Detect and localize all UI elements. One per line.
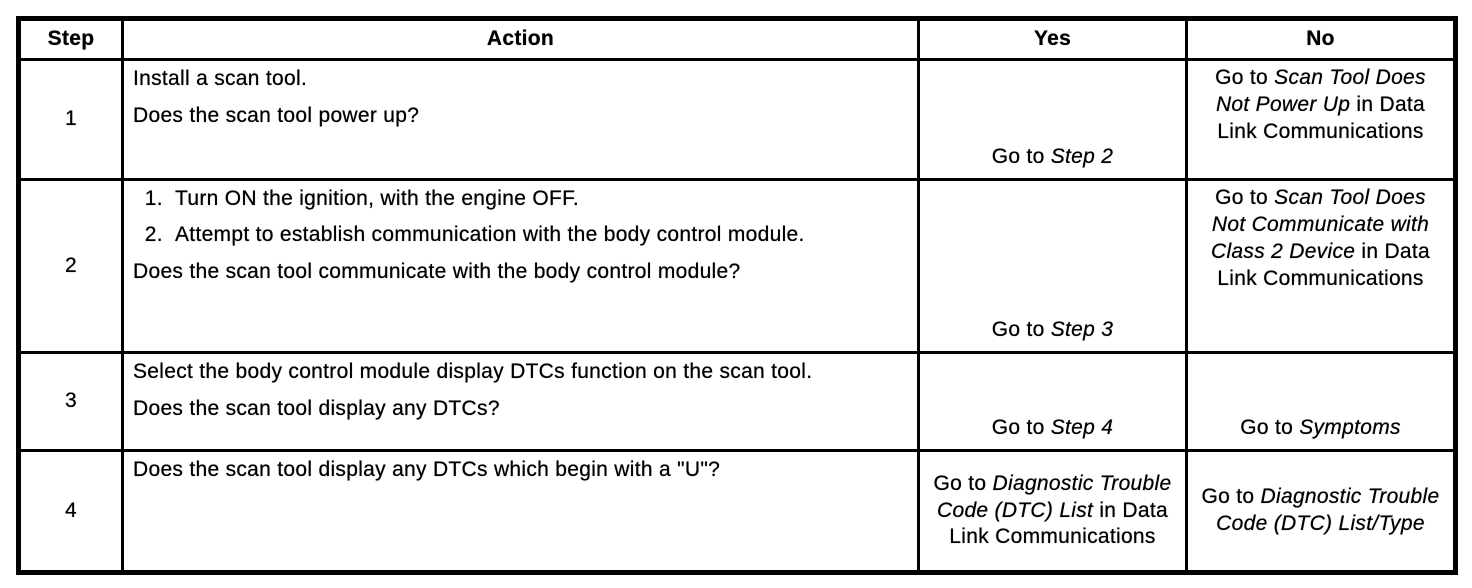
action-cell: Install a scan tool. Does the scan tool … — [121, 58, 920, 181]
yes-cell: Go to Diagnostic Trouble Code (DTC) List… — [917, 449, 1188, 574]
action-question: Does the scan tool power up? — [133, 103, 420, 127]
no-cell: Go to Scan Tool Does Not Communicate wit… — [1185, 178, 1457, 354]
no-cell: Go to Scan Tool Does Not Power Up in Dat… — [1185, 58, 1457, 181]
action-list-item: Attempt to establish communication with … — [169, 222, 905, 249]
yes-column-header: Yes — [917, 17, 1188, 61]
action-cell: Does the scan tool display any DTCs whic… — [121, 449, 920, 574]
step-column-header: Step — [17, 17, 124, 61]
step-number: 4 — [17, 449, 124, 574]
action-instruction: Install a scan tool. — [133, 67, 308, 90]
action-cell: Turn ON the ignition, with the engine OF… — [121, 178, 920, 354]
table-row-step-3: 3 Select the body control module display… — [17, 351, 1457, 452]
action-question: Does the scan tool display any DTCs whic… — [133, 458, 721, 481]
diagnostic-steps-table: Step Action Yes No 1 Install a scan tool… — [16, 16, 1458, 575]
action-question: Does the scan tool communicate with the … — [133, 259, 741, 283]
yes-cell: Go to Step 4 — [917, 351, 1188, 452]
yes-cell: Go to Step 3 — [917, 178, 1188, 354]
action-list-item: Turn ON the ignition, with the engine OF… — [169, 186, 905, 213]
action-instruction: Select the body control module display D… — [133, 360, 813, 383]
table-header-row: Step Action Yes No — [17, 17, 1457, 61]
action-numbered-list: Turn ON the ignition, with the engine OF… — [133, 186, 905, 249]
table-row-step-1: 1 Install a scan tool. Does the scan too… — [17, 58, 1457, 181]
no-cell: Go to Diagnostic Trouble Code (DTC) List… — [1185, 449, 1457, 574]
action-question: Does the scan tool display any DTCs? — [133, 396, 500, 420]
action-column-header: Action — [121, 17, 920, 61]
yes-cell: Go to Step 2 — [917, 58, 1188, 181]
step-number: 3 — [17, 351, 124, 452]
table-row-step-4: 4 Does the scan tool display any DTCs wh… — [17, 449, 1457, 574]
step-number: 1 — [17, 58, 124, 181]
no-column-header: No — [1185, 17, 1457, 61]
no-cell: Go to Symptoms — [1185, 351, 1457, 452]
step-number: 2 — [17, 178, 124, 354]
action-cell: Select the body control module display D… — [121, 351, 920, 452]
table-row-step-2: 2 Turn ON the ignition, with the engine … — [17, 178, 1457, 354]
